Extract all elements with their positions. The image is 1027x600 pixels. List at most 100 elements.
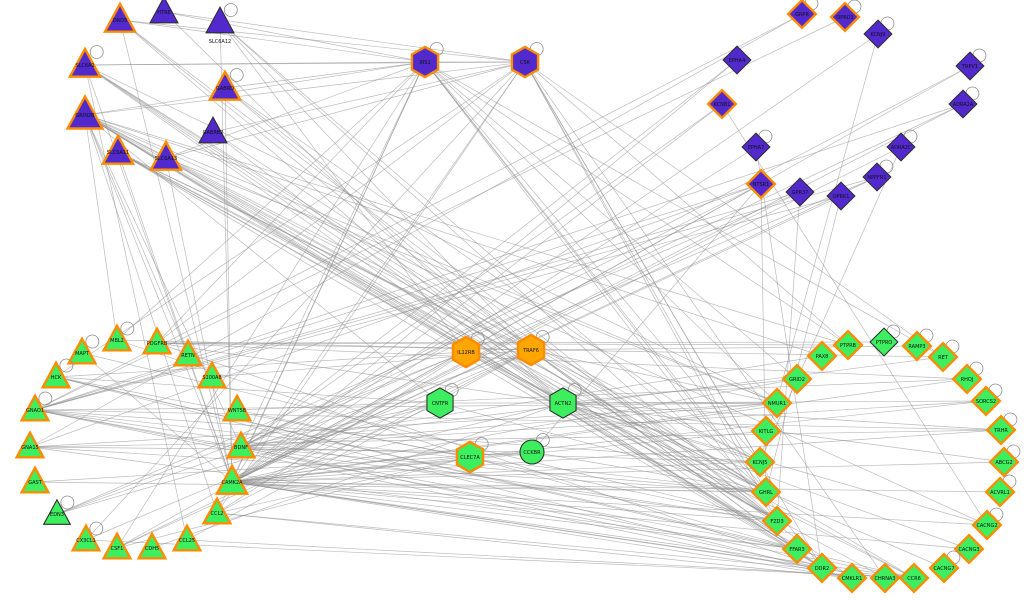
edge-CSK-KCNJ5 — [524, 61, 761, 463]
node-SORCS2[interactable]: SORCS2 — [970, 383, 1003, 417]
node-ADRA2C[interactable]: ADRA2C — [886, 129, 918, 162]
node-RAMP3[interactable]: RAMP3 — [901, 328, 934, 362]
edge-IL12RB-CMKLR1 — [465, 351, 853, 579]
node-CNTFR[interactable]: CNTFR — [426, 383, 459, 419]
edge-SLC6A11-CAMK2A — [117, 151, 233, 483]
node-NPFFR1[interactable]: NPFFR1 — [862, 159, 894, 192]
node-RHOJ[interactable]: RHOJ — [951, 361, 984, 395]
node-TRPV1[interactable]: TRPV1 — [955, 48, 987, 81]
node-shape-hexagon — [516, 333, 546, 367]
edge-CAMK2A-ADRA2C — [231, 146, 902, 483]
edge-GAST-GHRL — [34, 481, 767, 493]
node-PAX8[interactable]: PAX8 — [806, 340, 838, 372]
edge-GRIN2B-BDNF — [84, 114, 242, 448]
edge-GNAO1-TRHR — [34, 409, 1002, 431]
node-CDH5[interactable]: CDH5 — [136, 531, 168, 560]
edge-CCKBR-GHRL — [531, 451, 767, 493]
node-CLEC7A[interactable]: CLEC7A — [455, 437, 489, 474]
edge-BDNF-EPHA4 — [240, 59, 738, 448]
node-CACNG7[interactable]: CACNG7 — [928, 550, 961, 584]
edge-MAPT-CAMK2A — [81, 352, 233, 483]
edge-BDNF-RET — [240, 356, 944, 448]
node-shape-triangle — [205, 5, 235, 34]
node-MBL2[interactable]: MBL2 — [101, 321, 135, 352]
edge-IRS1-NMUR1 — [424, 61, 778, 404]
node-GNA15[interactable]: GNA15 — [14, 430, 46, 459]
node-EPHA7[interactable]: EPHA7 — [741, 129, 773, 162]
edge-EDN3-GPR37 — [56, 191, 801, 515]
edge-GRIN2B-CSK — [84, 61, 526, 116]
node-SLC6A11[interactable]: SLC6A11 — [100, 133, 136, 165]
edge-GNA15-GHRL — [29, 446, 767, 493]
edge-CSK-RET — [524, 61, 944, 358]
edge-IL12RB-CSF1 — [116, 351, 467, 549]
node-shape-triangle — [225, 430, 257, 459]
node-CCL25[interactable]: CCL25 — [171, 523, 203, 552]
edge-CCKBR-GAST — [34, 451, 533, 483]
edge-GNAO1-CCR6 — [34, 409, 915, 579]
node-shape-triangle — [136, 531, 168, 560]
node-GPR37[interactable]: GPR37 — [785, 177, 815, 207]
node-CSF1[interactable]: CSF1 — [101, 531, 133, 560]
node-shape-diamond — [786, 0, 818, 30]
node-MAPT[interactable]: MAPT — [66, 334, 100, 365]
node-GHRL[interactable]: GHRL — [750, 476, 782, 508]
edge-CAMK2A-CACNG2 — [231, 481, 988, 526]
node-CACNG3[interactable]: CACNG3 — [953, 533, 985, 565]
node-CACNG2[interactable]: CACNG2 — [971, 507, 1004, 541]
node-TRHR[interactable]: TRHR — [985, 412, 1018, 446]
node-GAST[interactable]: GAST — [19, 465, 51, 494]
edge-GABRB2-CSK — [212, 61, 526, 133]
edge-ACTN2-CHRNA3 — [562, 402, 886, 579]
edge-CLEC7A-FFAR3 — [469, 456, 798, 550]
node-GABRD[interactable]: GABRD — [207, 68, 244, 101]
node-shape-diamond — [832, 329, 864, 361]
node-shape-triangle — [198, 115, 228, 144]
edge-GNA15-FFAR3 — [29, 446, 798, 550]
node-OPRD1[interactable]: OPRD1 — [829, 0, 862, 33]
node-IRS1[interactable]: IRS1 — [410, 42, 444, 79]
edge-IRS1-PTPRB — [424, 61, 849, 346]
edge-SLC6A13-CAMK2A — [165, 157, 233, 483]
node-shape-diamond — [928, 552, 960, 584]
node-SLC6A13[interactable]: SLC6A13 — [148, 139, 184, 171]
node-GRPR[interactable]: GRPR — [786, 0, 819, 30]
node-KCNB1[interactable]: KCNB1 — [706, 88, 738, 120]
edge-BDNF-NMUR1 — [240, 402, 778, 448]
node-ABCG2[interactable]: ABCG2 — [988, 444, 1021, 478]
node-HTR6[interactable]: HTR6 — [149, 0, 179, 24]
node-shape-diamond — [886, 132, 916, 162]
node-ADRA2A[interactable]: ADRA2A — [948, 86, 980, 119]
edge-GRIN2B-FZD3 — [84, 114, 778, 522]
edge-SLC6A13-CSK — [165, 61, 526, 159]
node-DRD5[interactable]: DRD5 — [102, 1, 138, 33]
edge-ACTN2-KCNJ5 — [562, 402, 761, 463]
node-shape-triangle — [207, 69, 243, 101]
edge-CLEC7A-CSF1 — [116, 456, 471, 549]
node-SLC6A1[interactable]: SLC6A1 — [67, 45, 104, 78]
node-EPHA4[interactable]: EPHA4 — [722, 45, 752, 75]
node-shape-triangle — [66, 336, 98, 365]
edge-GABRD-IRS1 — [224, 61, 426, 89]
edge-SLC6A12-IL12RB — [219, 21, 467, 353]
node-shape-diamond — [761, 505, 793, 537]
self-loop-icon — [223, 3, 238, 17]
edge-BDNF-SORCS2 — [240, 400, 987, 448]
node-OPRK1[interactable]: OPRK1 — [826, 181, 856, 211]
node-shape-diamond — [951, 363, 983, 395]
edge-GABRB2-ACTN2 — [212, 131, 564, 404]
self-loop-icon — [89, 45, 104, 59]
node-ACVRL1[interactable]: ACVRL1 — [984, 474, 1017, 508]
edge-GRIN2B-RETN — [84, 114, 189, 356]
edge-HCK-CMKLR1 — [55, 376, 853, 579]
node-shape-diamond — [948, 89, 978, 119]
edge-CAMK2A-KCNJ5 — [231, 461, 761, 483]
node-RET[interactable]: RET — [927, 339, 960, 373]
node-PTPRB[interactable]: PTPRB — [832, 329, 864, 361]
node-CCR6[interactable]: CCR6 — [898, 562, 930, 594]
node-GRIN2B[interactable]: GRIN2B — [65, 93, 105, 130]
node-NTSR1[interactable]: NTSR1 — [745, 168, 777, 200]
edge-GNA15-GRPR — [29, 13, 803, 448]
node-KCNJ9[interactable]: KCNJ9 — [863, 16, 895, 49]
